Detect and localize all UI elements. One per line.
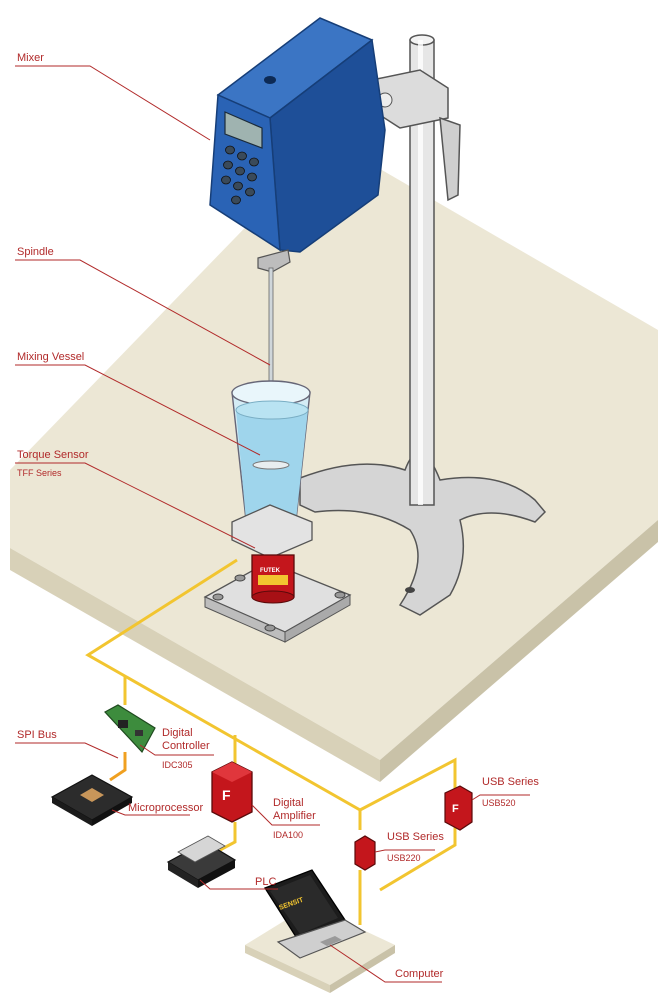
label-mixer: Mixer bbox=[17, 52, 44, 64]
usb520-device: F bbox=[444, 785, 473, 831]
stand-clamp bbox=[371, 69, 461, 202]
label-microprocessor: Microprocessor bbox=[128, 802, 204, 814]
mixer-knob bbox=[264, 76, 276, 84]
label-plc: PLC bbox=[255, 876, 277, 888]
label-computer: Computer bbox=[395, 968, 444, 980]
table bbox=[10, 140, 658, 782]
label-digital-controller-line1: Digital bbox=[162, 727, 193, 739]
mixing-vessel bbox=[231, 380, 311, 527]
label-usb520-model: USB520 bbox=[482, 798, 516, 808]
label-digital-amplifier-line2: Amplifier bbox=[273, 810, 316, 822]
leader-digital-controller bbox=[139, 744, 214, 756]
sensor-cable bbox=[85, 558, 362, 830]
leader-digital-amplifier bbox=[251, 804, 320, 826]
label-torque-sensor-series: TFF Series bbox=[17, 468, 62, 478]
table-right-edge bbox=[380, 520, 658, 782]
leader-mixing-vessel bbox=[15, 364, 261, 456]
table-front-edge bbox=[10, 548, 380, 782]
leader-usb520 bbox=[471, 794, 530, 801]
label-usb220-model: USB220 bbox=[387, 853, 421, 863]
label-spindle: Spindle bbox=[17, 246, 54, 258]
mixer-chuck bbox=[257, 249, 291, 273]
sensor-assembly bbox=[203, 504, 352, 643]
label-usb-series-520: USB Series bbox=[482, 776, 539, 788]
cable-usb520-down bbox=[379, 822, 457, 892]
label-digital-controller-line2: Controller bbox=[162, 740, 210, 752]
mixer-keypad bbox=[221, 145, 259, 205]
label-usb-series-220: USB Series bbox=[387, 831, 444, 843]
usb220-device bbox=[354, 835, 376, 871]
cable-amplifier-to-plc bbox=[219, 822, 237, 852]
label-digital-amplifier-line1: Digital bbox=[273, 797, 304, 809]
label-digital-amplifier-model: IDA100 bbox=[273, 830, 304, 840]
svg-text:F: F bbox=[452, 803, 459, 815]
leader-torque-sensor bbox=[15, 462, 256, 549]
label-mixing-vessel: Mixing Vessel bbox=[17, 351, 85, 363]
mixer-display bbox=[224, 111, 263, 149]
table-top bbox=[10, 140, 658, 760]
digital-amplifier-device: F bbox=[211, 761, 253, 823]
sensor-brand-logo: FUTEK bbox=[260, 568, 281, 574]
plc-device bbox=[166, 835, 237, 888]
leader-spindle bbox=[15, 259, 271, 366]
svg-text:F: F bbox=[222, 787, 231, 803]
label-torque-sensor: Torque Sensor bbox=[17, 449, 89, 461]
leader-microprocessor bbox=[111, 809, 190, 816]
label-digital-controller-model: IDC305 bbox=[162, 760, 193, 770]
leader-computer bbox=[329, 944, 442, 983]
cable-controller-to-cpu bbox=[109, 752, 127, 782]
wiring bbox=[85, 558, 457, 925]
mixer-unit bbox=[209, 17, 386, 273]
cable-to-usb520 bbox=[359, 757, 457, 812]
stand-base bbox=[299, 451, 547, 616]
leader-plc bbox=[199, 879, 278, 890]
laptop-computer bbox=[264, 869, 367, 959]
leader-lines bbox=[15, 65, 530, 983]
microprocessor-chip bbox=[50, 774, 134, 826]
mixer-front bbox=[209, 93, 281, 252]
label-spi-bus: SPI Bus bbox=[17, 729, 57, 741]
digital-controller-board bbox=[104, 704, 156, 754]
leader-usb220 bbox=[374, 849, 435, 853]
leader-spi-bus bbox=[15, 742, 119, 759]
leader-mixer bbox=[15, 65, 211, 141]
